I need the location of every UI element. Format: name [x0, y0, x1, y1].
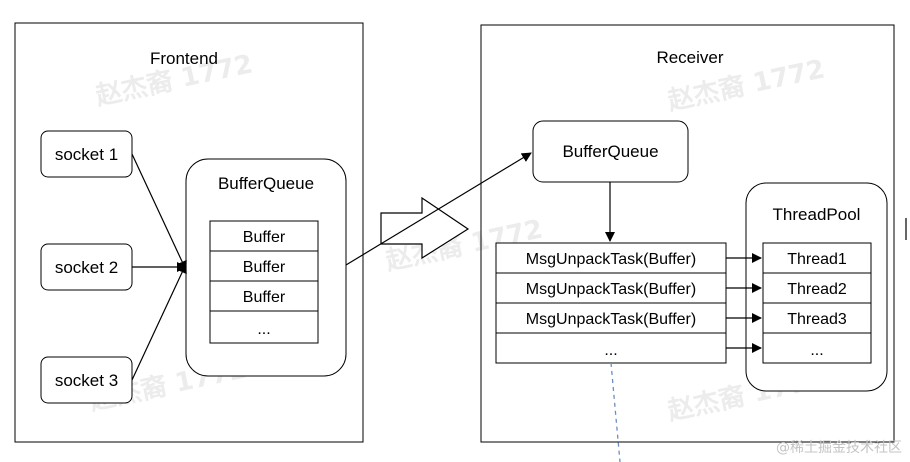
receiver-title: Receiver — [656, 48, 723, 67]
thread-cell — [762, 332, 872, 364]
buffer-cell — [209, 220, 319, 252]
buffer-label: Buffer — [243, 229, 286, 246]
task-cell — [495, 302, 727, 334]
receiver-container — [480, 24, 895, 443]
task-label: MsgUnpackTask(Buffer) — [526, 311, 696, 328]
thread-cell — [762, 272, 872, 304]
task-label: ... — [604, 342, 617, 359]
thread-label: Thread2 — [787, 281, 847, 298]
thread-list: Thread1 Thread2 Thread3 ... — [762, 242, 872, 364]
buffer-cell — [209, 280, 319, 312]
task-label: MsgUnpackTask(Buffer) — [526, 251, 696, 268]
task-list: MsgUnpackTask(Buffer) MsgUnpackTask(Buff… — [495, 242, 727, 364]
task-cell — [495, 242, 727, 274]
thread-cell — [762, 242, 872, 274]
threadpool-title: ThreadPool — [773, 205, 861, 224]
socket-1-arrow — [131, 153, 187, 271]
thread-label: ... — [810, 342, 823, 359]
task-label: MsgUnpackTask(Buffer) — [526, 281, 696, 298]
transfer-arrow-icon — [380, 196, 470, 260]
thread-label: Thread3 — [787, 311, 847, 328]
receiver-bufferqueue-label: BufferQueue — [562, 142, 658, 161]
frontend-title: Frontend — [150, 49, 218, 68]
buffer-label: Buffer — [243, 289, 286, 306]
dashed-guide-line — [610, 362, 621, 462]
socket-3-label: socket 3 — [55, 371, 118, 390]
queue-transfer-arrow — [345, 152, 532, 266]
thread-label: Thread1 — [787, 251, 847, 268]
task-cell — [495, 272, 727, 304]
socket-1-label: socket 1 — [55, 145, 118, 164]
buffer-label: Buffer — [243, 259, 286, 276]
frontend-container — [14, 22, 364, 443]
socket-3-arrow — [131, 263, 187, 381]
buffer-label: ... — [257, 321, 270, 338]
source-credit: @稀土掘金技术社区 — [776, 440, 902, 456]
buffer-cell — [209, 250, 319, 282]
buffer-cell — [209, 310, 319, 344]
thread-cell — [762, 302, 872, 334]
frontend-buffer-list: Buffer Buffer Buffer ... — [209, 220, 319, 344]
frontend-bufferqueue-title: BufferQueue — [218, 174, 314, 193]
socket-2-label: socket 2 — [55, 258, 118, 277]
task-cell — [495, 332, 727, 364]
